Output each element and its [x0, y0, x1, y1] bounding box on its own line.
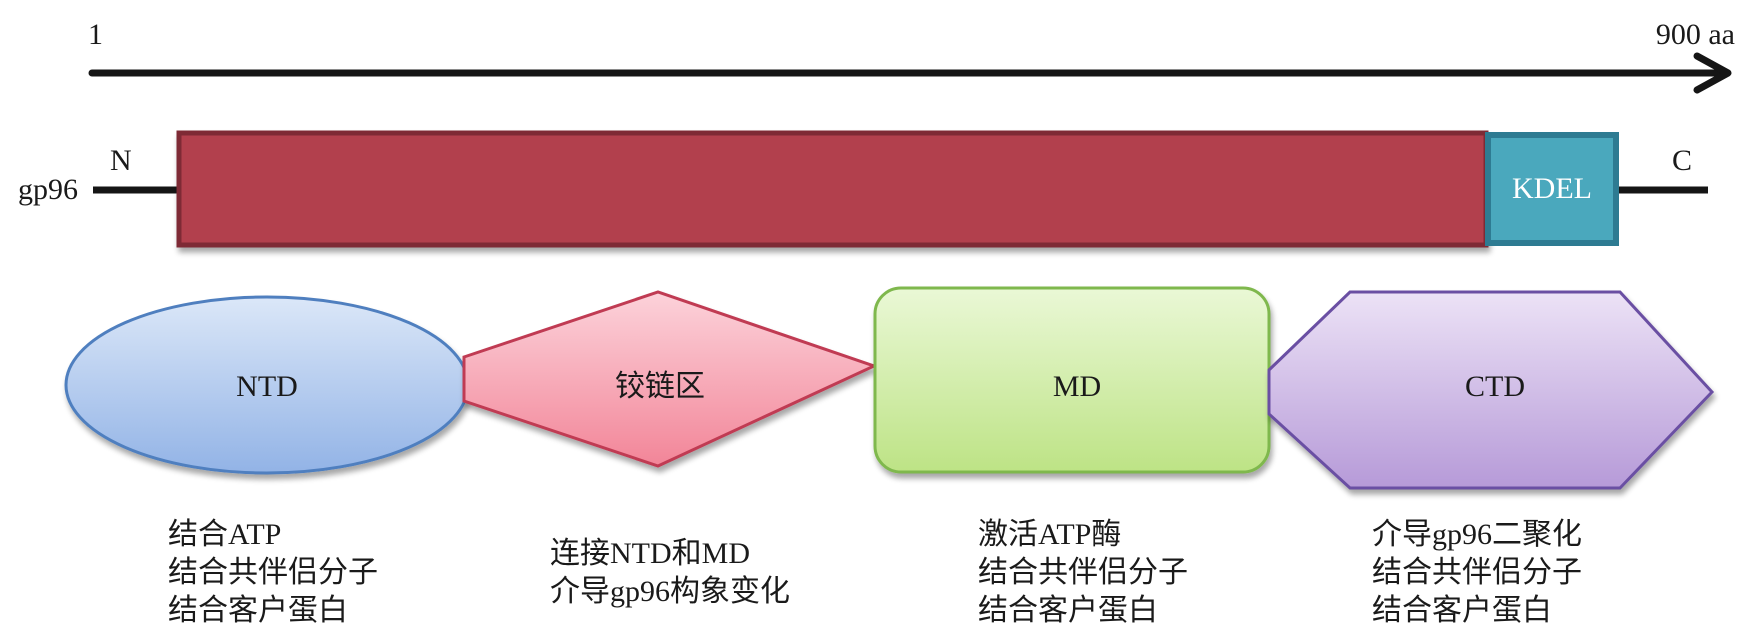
hinge-function-1: 连接NTD和MD	[550, 537, 750, 570]
md-function-list: 激活ATP酶 结合共伴侣分子 结合客户蛋白	[978, 516, 1188, 630]
ctd-label: CTD	[1465, 370, 1525, 403]
md-function-1: 激活ATP酶	[978, 518, 1122, 551]
kdel-label: KDEL	[1512, 172, 1592, 205]
ctd-function-3: 结合客户蛋白	[1372, 594, 1552, 627]
sequence-axis-arrowhead	[1693, 52, 1732, 94]
ctd-function-2: 结合共伴侣分子	[1372, 556, 1582, 589]
n-terminus-label: N	[110, 144, 132, 177]
md-function-3: 结合客户蛋白	[978, 594, 1158, 627]
md-function-2: 结合共伴侣分子	[978, 556, 1188, 589]
md-label: MD	[1053, 370, 1101, 403]
hinge-function-list: 连接NTD和MD 介导gp96构象变化	[550, 535, 790, 611]
hinge-label: 铰链区	[615, 370, 705, 403]
ntd-function-list: 结合ATP 结合共伴侣分子 结合客户蛋白	[168, 516, 378, 630]
hinge-domain-shape	[462, 290, 879, 468]
hinge-function-2: 介导gp96构象变化	[550, 575, 790, 608]
kdel-motif-box	[1485, 132, 1619, 246]
protein-name-label: gp96	[18, 173, 78, 206]
ntd-function-1: 结合ATP	[168, 518, 282, 551]
ntd-function-3: 结合客户蛋白	[168, 594, 348, 627]
axis-start-label: 1	[88, 18, 103, 51]
ctd-function-1: 介导gp96二聚化	[1372, 518, 1582, 551]
gp96-protein-bar	[176, 130, 1489, 248]
axis-end-label: 900 aa	[1655, 18, 1735, 51]
ctd-domain-shape	[1267, 290, 1715, 490]
ctd-function-list: 介导gp96二聚化 结合共伴侣分子 结合客户蛋白	[1372, 516, 1582, 630]
c-terminus-label: C	[1672, 144, 1693, 177]
ntd-function-2: 结合共伴侣分子	[168, 556, 378, 589]
ntd-label: NTD	[236, 370, 298, 403]
